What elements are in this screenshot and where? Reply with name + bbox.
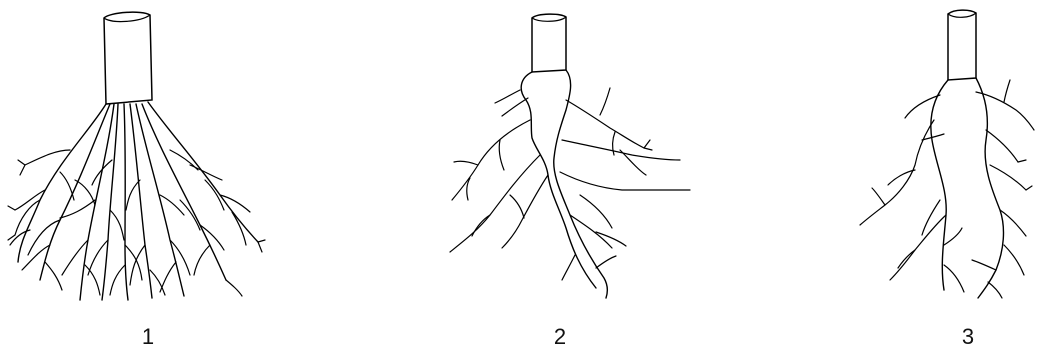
stem-1 — [104, 12, 152, 104]
root-system-2 — [450, 14, 690, 298]
root-system-3 — [860, 10, 1034, 298]
roots-3 — [860, 78, 1034, 298]
roots-2 — [450, 70, 690, 298]
figure-label-2: 2 — [540, 326, 580, 348]
root-system-1 — [8, 12, 265, 300]
roots-1 — [8, 102, 265, 300]
figure-label-1: 1 — [128, 326, 168, 348]
figure-label-3: 3 — [948, 326, 988, 348]
stem-2 — [532, 14, 566, 72]
stem-3 — [948, 10, 976, 80]
